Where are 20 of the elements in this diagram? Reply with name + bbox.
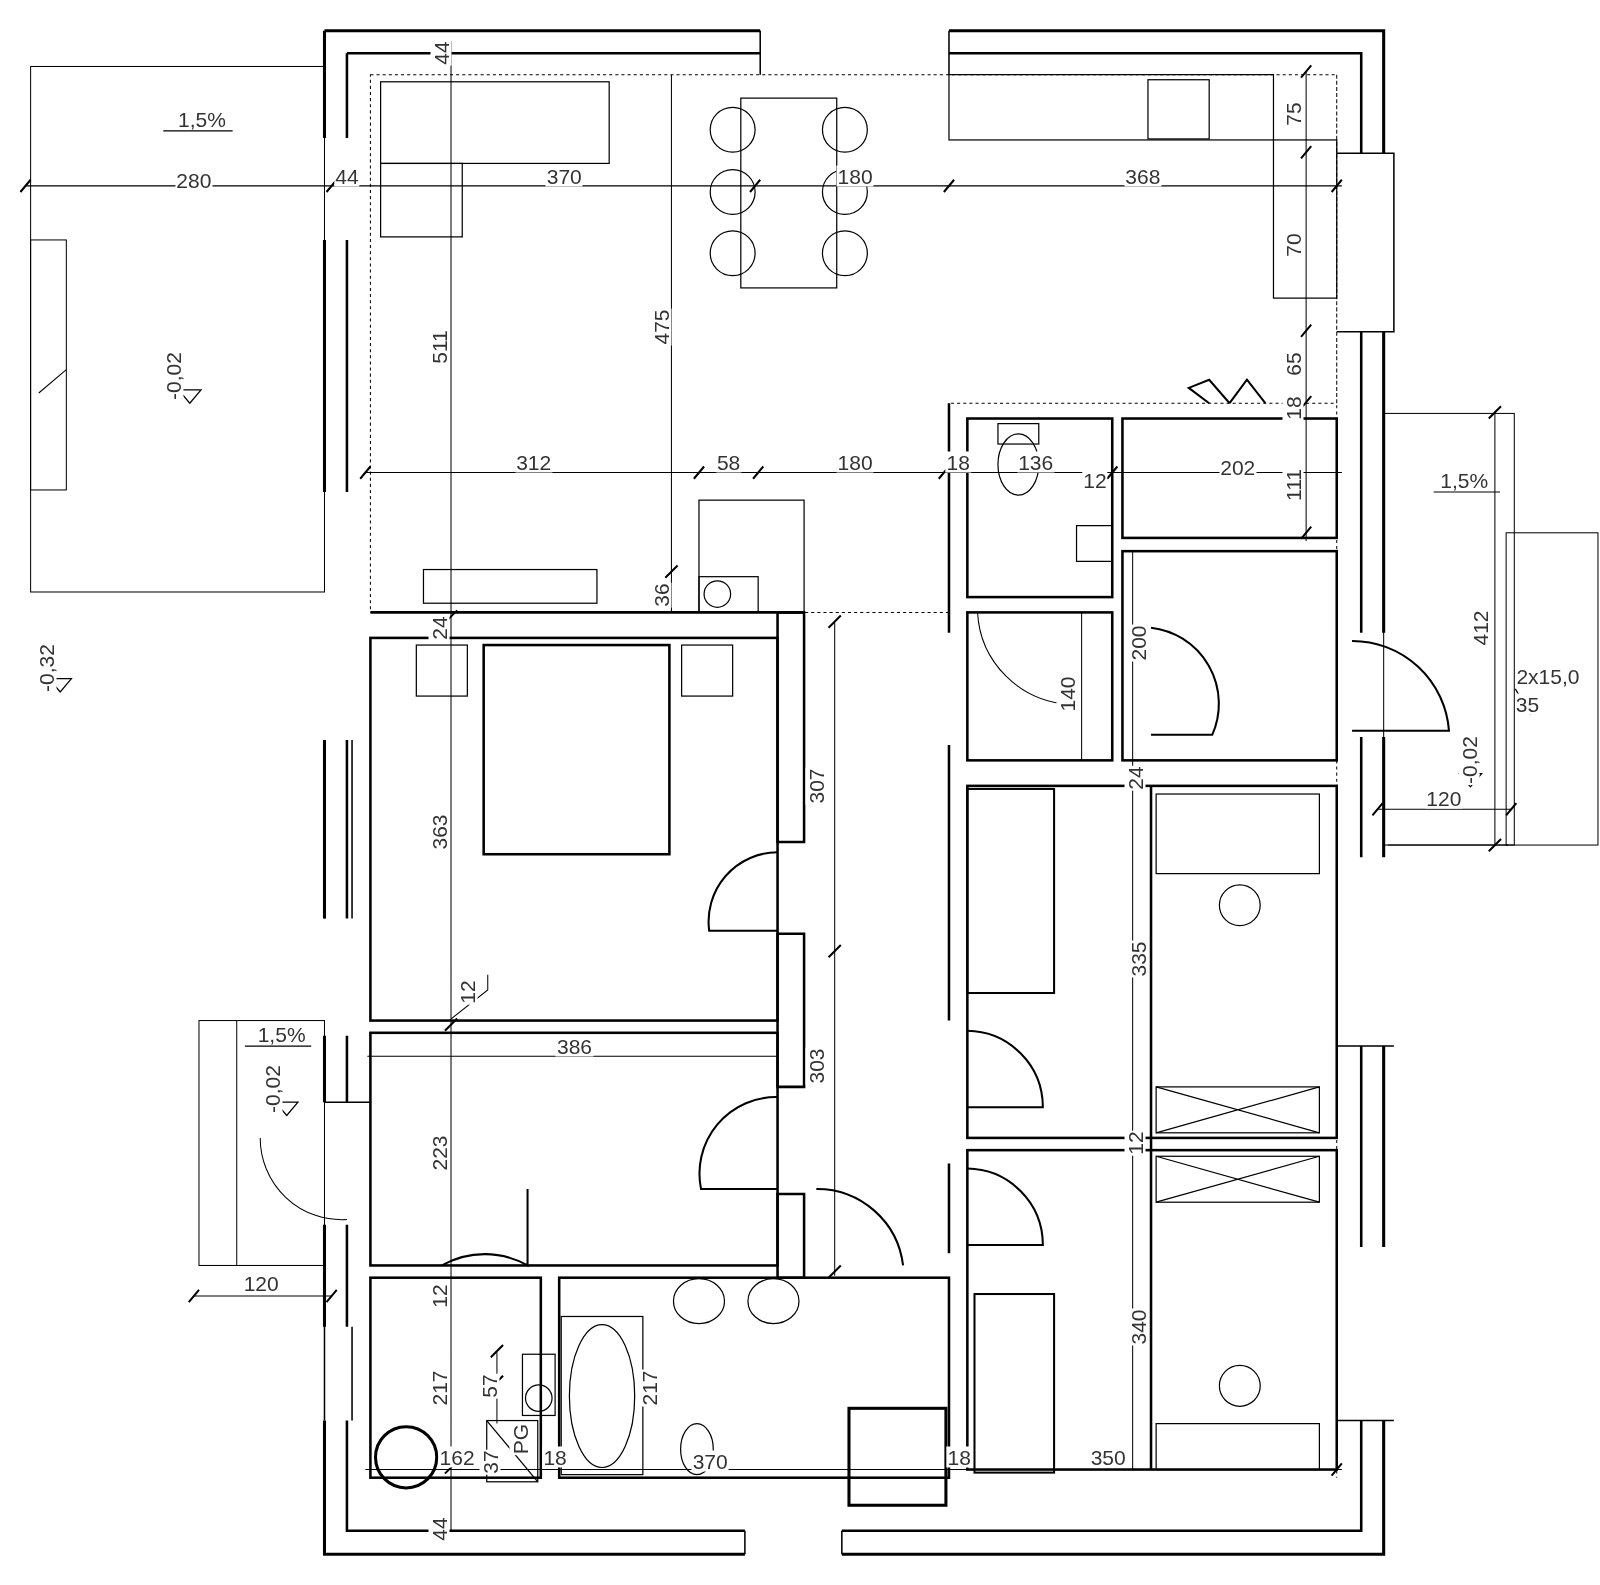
dimension-label: 140 (1056, 675, 1078, 713)
stair-label: 35 (1514, 693, 1541, 715)
dimension-label: 24 (428, 614, 450, 641)
appliance-label: PG (509, 1422, 531, 1455)
dimension-label: 44 (428, 1515, 450, 1542)
dimension-label: 162 (438, 1446, 476, 1468)
dimension-label: 18 (945, 451, 971, 473)
dimension-label: 12 (1082, 469, 1108, 491)
dimension-label: 111 (1282, 467, 1304, 502)
dimension-label: 18 (1282, 395, 1304, 421)
dimension-label: 12 (1124, 1130, 1146, 1156)
dimension-label: 18 (946, 1446, 972, 1468)
level-label: -0,02 (1458, 735, 1480, 786)
dimension-label: 37 (479, 1449, 501, 1475)
dimension-label: 44 (430, 40, 452, 66)
dimension-label: 370 (691, 1450, 729, 1472)
dimension-label: 24 (1124, 764, 1146, 791)
dimension-label: 18 (542, 1446, 568, 1468)
dimension-label: 136 (1017, 451, 1055, 473)
dimension-label: 180 (836, 165, 874, 186)
